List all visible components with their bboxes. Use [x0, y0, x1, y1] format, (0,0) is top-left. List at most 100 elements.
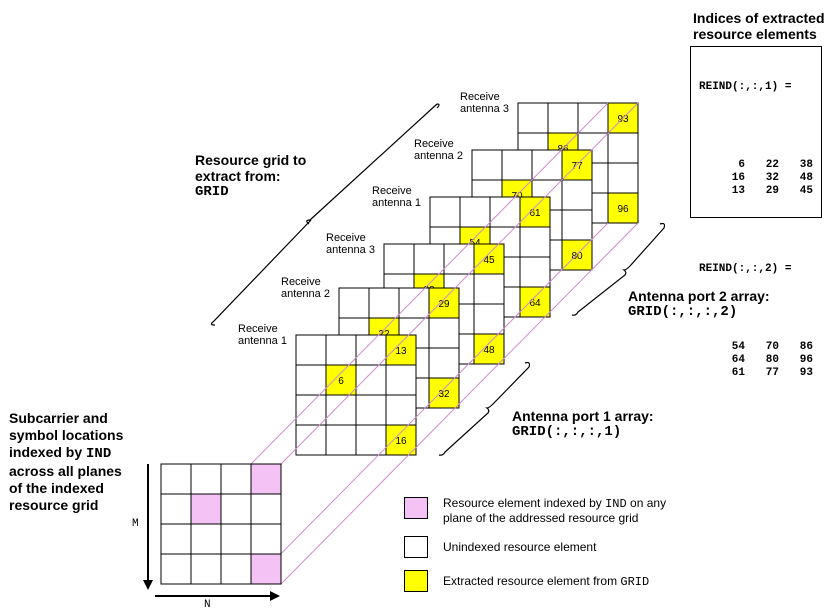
grid-label-code: GRID	[195, 184, 229, 200]
extracted-cell	[519, 196, 551, 228]
port1-label: Antenna port 1 array: GRID(:,:,:,1)	[512, 408, 654, 440]
reind-row: 13 29 45	[699, 185, 813, 198]
plane-antenna-label-line: antenna 3	[460, 103, 509, 115]
reind-cell: 16	[731, 172, 745, 184]
legend-indexed-label: Resource element indexed by IND on any p…	[443, 496, 666, 525]
extracted-cell-value: 61	[529, 208, 541, 219]
guide-line	[280, 102, 639, 465]
legend-extracted-code: GRID	[620, 575, 650, 589]
port2-code: GRID(:,:,:,2)	[628, 304, 738, 320]
reind-cell: 96	[799, 354, 813, 366]
guide-line	[250, 222, 609, 585]
plane-antenna-label-line: antenna 3	[326, 244, 375, 256]
guide-line	[280, 222, 639, 585]
extracted-cell-value: 80	[571, 251, 583, 262]
reind-cell: 32	[765, 172, 779, 184]
extracted-cell-value: 77	[571, 161, 583, 172]
plane-antenna-label-line: Receive	[372, 185, 412, 197]
grid-label: Resource grid to extract from: GRID	[195, 152, 306, 200]
guide-lines	[250, 102, 639, 585]
reind-cell: 29	[765, 185, 779, 197]
reind-cell: 54	[731, 341, 745, 353]
reind-cell: 38	[799, 159, 813, 171]
plane-antenna-label-line: Receive	[281, 276, 321, 288]
extracted-cell-value: 32	[438, 389, 450, 400]
port2-brace	[571, 222, 666, 316]
extracted-cell-value: 48	[483, 345, 495, 356]
reind-rows-1: 6 22 38 16 32 48 13 29 45	[699, 159, 813, 198]
extracted-cell-value: 6	[338, 376, 344, 387]
port2-label: Antenna port 2 array: GRID(:,:,:,2)	[628, 288, 770, 320]
reind-cell: 80	[765, 354, 779, 366]
reind-cell: 77	[765, 367, 779, 379]
reind-row: 64 80 96	[699, 354, 813, 367]
subcarrier-label: Subcarrier and symbol locations indexed …	[9, 410, 123, 514]
legend-unindexed-swatch	[404, 536, 428, 558]
reind-head-1: REIND(:,:,1) =	[699, 81, 792, 93]
extracted-cell	[519, 286, 551, 318]
extracted-cell-value: 29	[438, 299, 450, 310]
subcarrier-line3-text: indexed by	[9, 444, 87, 460]
grid-label-line1: Resource grid to	[195, 152, 307, 168]
subcarrier-line3: indexed by IND	[9, 444, 123, 463]
legend-extracted-label: Extracted resource element from GRID	[443, 574, 649, 589]
indices-title-line1: Indices of extracted	[693, 10, 825, 26]
legend-extracted-swatch	[404, 570, 428, 592]
port2-title: Antenna port 2 array:	[628, 288, 770, 304]
port1-title: Antenna port 1 array:	[512, 408, 654, 424]
indexed-cell	[250, 463, 282, 495]
plane-antenna-label-line: Receive	[326, 232, 366, 244]
reind-cell: 64	[731, 354, 745, 366]
subcarrier-line5: of the indexed	[9, 480, 104, 496]
reind-box: REIND(:,:,1) = 6 22 38 16 32 48 13 29 45 REIND(:…	[690, 46, 822, 379]
legend-indexed-pre: Resource element indexed by	[443, 496, 606, 510]
resource-plane: 6 16 13	[295, 334, 417, 456]
extracted-cell-value: 64	[529, 298, 541, 309]
legend-unindexed-label: Unindexed resource element	[443, 540, 597, 554]
grid-brace	[210, 103, 440, 326]
m-axis-arrow	[143, 580, 153, 590]
reind-cell: 22	[765, 159, 779, 171]
subcarrier-line1: Subcarrier and	[9, 410, 108, 426]
n-axis-label: N	[204, 599, 211, 611]
reind-row: 16 32 48	[699, 172, 813, 185]
plane-antenna-label-line: antenna 2	[414, 150, 463, 162]
subcarrier-line4: across all planes	[9, 463, 122, 479]
port1-code: GRID(:,:,:,1)	[512, 424, 622, 440]
indexed-cell	[190, 493, 222, 525]
legend-indexed-swatch	[404, 497, 428, 519]
plane-antenna-label-line: antenna 2	[281, 288, 330, 300]
reind-head-2: REIND(:,:,2) =	[699, 263, 792, 275]
reind-cell: 6	[738, 159, 745, 171]
indices-title-line2: resource elements	[693, 26, 817, 42]
reind-cell: 48	[799, 172, 813, 184]
reind-cell: 45	[799, 185, 813, 197]
extracted-cell-value: 16	[395, 436, 407, 447]
braces	[210, 103, 666, 456]
legend-extracted-pre: Extracted resource element from	[443, 574, 621, 588]
extracted-cell-value: 96	[617, 204, 629, 215]
extracted-cell-value: 13	[395, 346, 407, 357]
n-axis-arrow	[270, 591, 280, 601]
plane-antenna-label-line: antenna 1	[238, 335, 287, 347]
legend-indexed-code: IND	[605, 497, 627, 511]
planes-layer: 86969370807754646138484522322961613	[295, 102, 639, 456]
extracted-cell	[473, 333, 505, 365]
plane-antenna-label-line: antenna 1	[372, 197, 421, 209]
indexed-cell	[250, 553, 282, 585]
reind-row: 6 22 38	[699, 159, 813, 172]
indexed-grid	[160, 463, 282, 585]
extracted-cell-value: 45	[483, 255, 495, 266]
indices-title: Indices of extracted resource elements	[693, 10, 825, 42]
extracted-cell-value: 93	[617, 114, 629, 125]
reind-cell: 13	[731, 185, 745, 197]
plane-antenna-label-line: Receive	[460, 91, 500, 103]
